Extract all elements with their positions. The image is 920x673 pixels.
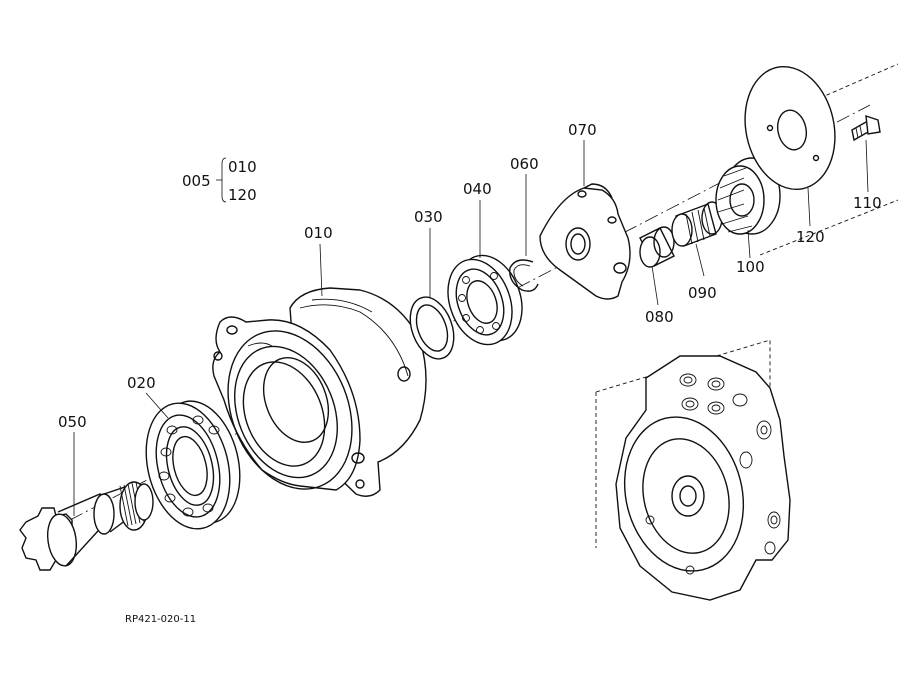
pinion-shaft-050 [19, 481, 154, 571]
sheet-outline [819, 63, 899, 99]
label-040: 040 [463, 180, 492, 198]
plate-120 [744, 65, 836, 191]
label-005-sub-010: 010 [228, 158, 257, 176]
label-070: 070 [568, 121, 597, 139]
sleeve-080 [639, 226, 675, 268]
label-005-sub-120: 120 [228, 186, 257, 204]
motor-assembly [595, 339, 791, 601]
label-100: 100 [736, 258, 765, 276]
reference-code: RP421-020-11 [125, 614, 196, 625]
gear-100 [715, 157, 781, 235]
label-005: 005 [182, 172, 211, 190]
cover-plate-070 [539, 183, 631, 300]
label-090: 090 [688, 284, 717, 302]
seal-030 [409, 296, 455, 360]
label-120: 120 [796, 228, 825, 246]
housing-010 [212, 287, 427, 497]
label-080: 080 [645, 308, 674, 326]
sheet-outline-lower [759, 199, 899, 256]
label-050: 050 [58, 413, 87, 431]
needle-bearing-090 [671, 201, 723, 247]
snap-ring-060 [509, 259, 539, 292]
label-020: 020 [127, 374, 156, 392]
label-110: 110 [853, 194, 882, 212]
label-030: 030 [414, 208, 443, 226]
leader-lines [73, 139, 869, 516]
bearing-040 [447, 254, 523, 346]
label-060: 060 [510, 155, 539, 173]
label-010: 010 [304, 224, 333, 242]
bearing-020 [145, 400, 241, 530]
bolt-110 [851, 114, 881, 142]
